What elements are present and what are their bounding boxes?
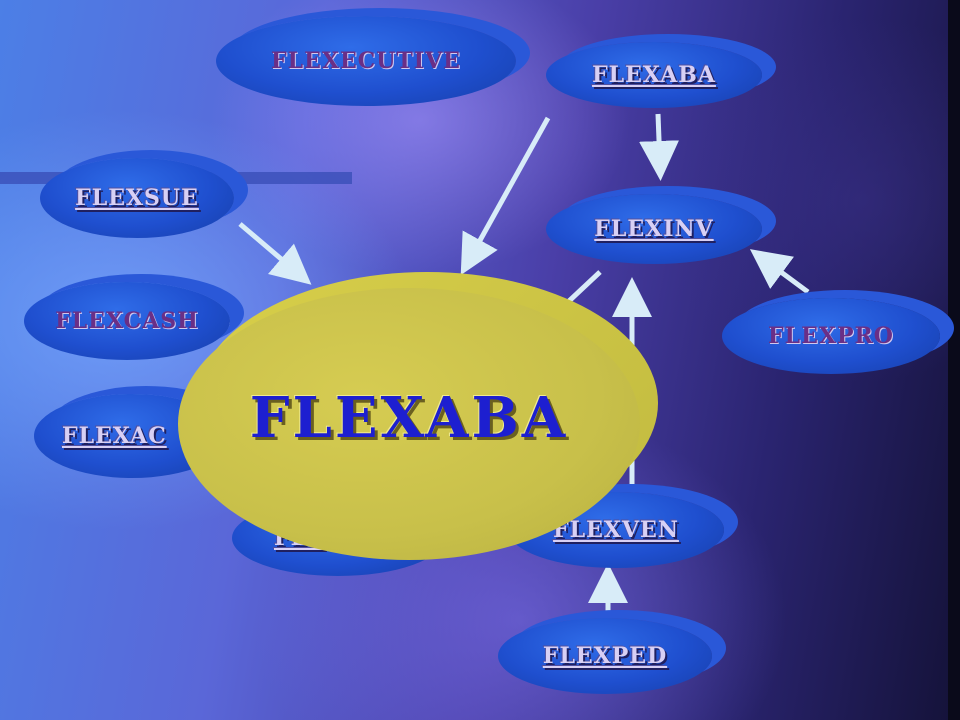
center-node-label: FLEXABA (249, 385, 569, 451)
node-flexac-label[interactable]: FLEXAC (62, 423, 167, 449)
node-flexcash-label: FLEXCASH (55, 308, 199, 334)
node-flexaba-label[interactable]: FLEXABA (592, 62, 716, 88)
node-flexecutive-label: FLEXECUTIVE (271, 48, 461, 74)
node-flexven-label[interactable]: FLEXVEN (553, 517, 679, 543)
arrow-flexaba-to-flexinv (639, 113, 680, 181)
node-flexped[interactable]: FLEXPED (498, 618, 712, 694)
node-flexsue[interactable]: FLEXSUE (40, 158, 234, 238)
arrow-center-to-flexcash (226, 315, 242, 329)
node-flexpro-label: FLEXPRO (768, 323, 894, 349)
arrow-center-to-flexinv (566, 270, 602, 304)
center-node[interactable]: FLEXABA (178, 288, 640, 560)
edge-strip (948, 0, 960, 720)
node-flexinv-label[interactable]: FLEXINV (594, 216, 714, 242)
arrow-flexsue-to-center (238, 222, 312, 285)
node-flexpro[interactable]: FLEXPRO (722, 298, 940, 374)
arrow-flexpro-to-flexinv (749, 249, 810, 295)
node-flexcash[interactable]: FLEXCASH (24, 282, 230, 360)
node-flexinv[interactable]: FLEXINV (546, 194, 762, 264)
arrow-flexecutive-to-center (460, 116, 551, 276)
node-flexsue-label[interactable]: FLEXSUE (75, 185, 199, 211)
node-flexaba[interactable]: FLEXABA (546, 42, 762, 108)
node-flexped-label[interactable]: FLEXPED (542, 643, 668, 669)
node-flexecutive[interactable]: FLEXECUTIVE (216, 16, 516, 106)
